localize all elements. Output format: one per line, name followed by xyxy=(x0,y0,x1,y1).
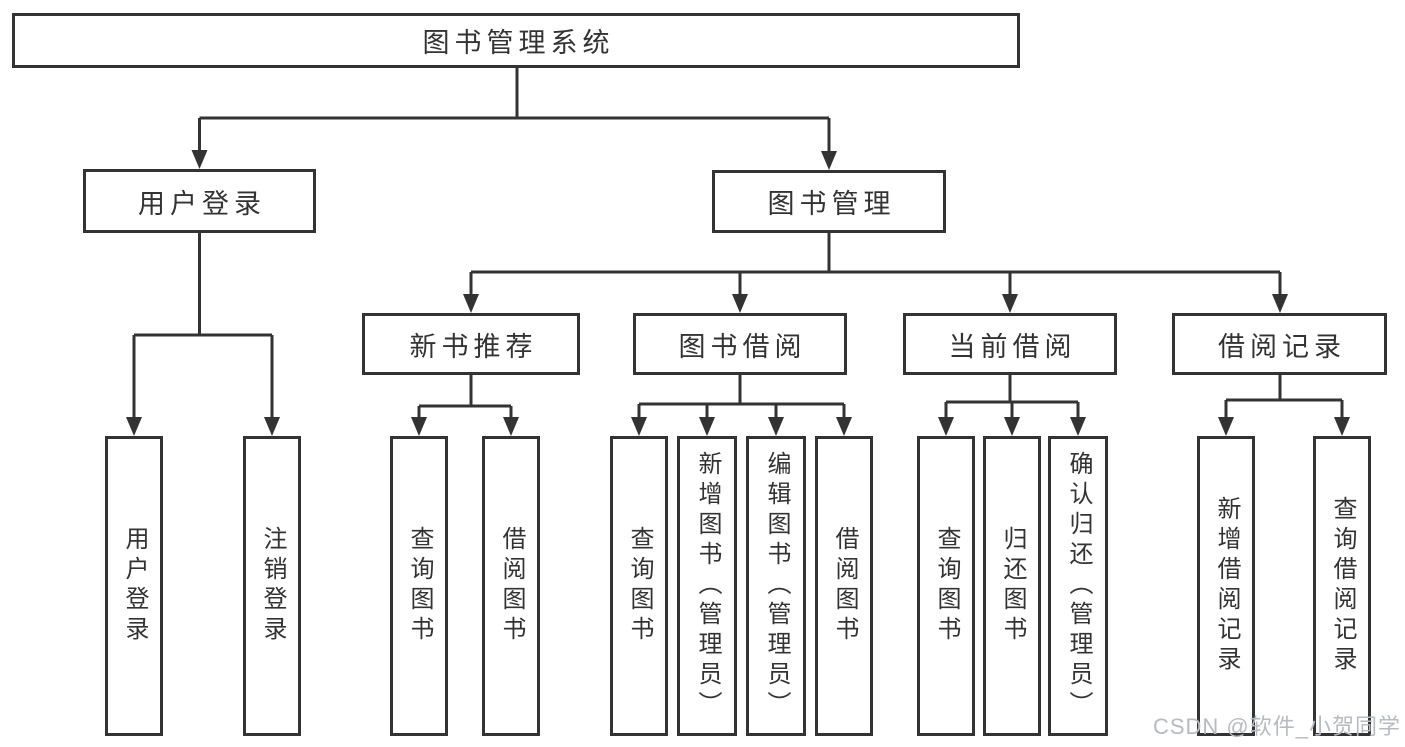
arrow-down-icon xyxy=(1004,417,1020,436)
leaf-borrow-books-1: 借阅图书 xyxy=(482,436,540,736)
node-book-borrowing: 图书借阅 xyxy=(633,313,847,375)
leaf-borrow-books-2: 借阅图书 xyxy=(815,436,873,736)
arrow-down-icon xyxy=(264,417,280,436)
node-label: 图书管理 xyxy=(767,189,896,219)
leaf-add-books-admin: 新增图书（管理员） xyxy=(677,436,737,736)
node-label: 查询图书 xyxy=(626,526,653,646)
leaf-add-borrow-record: 新增借阅记录 xyxy=(1197,436,1255,736)
node-label: 借阅记录 xyxy=(1218,331,1346,362)
csdn-watermark: CSDN @软件_小贺同学 xyxy=(1152,714,1401,739)
arrow-down-icon xyxy=(699,417,715,436)
node-label: 新书推荐 xyxy=(409,331,538,362)
node-label: 借阅图书 xyxy=(498,526,525,646)
leaf-query-books-2: 查询图书 xyxy=(610,436,668,736)
arrow-down-icon xyxy=(411,417,427,436)
arrow-down-icon xyxy=(126,417,142,436)
node-book-management: 图书管理 xyxy=(712,170,946,233)
node-label: 新增借阅记录 xyxy=(1213,496,1240,676)
node-label: 编辑图书（管理员） xyxy=(763,451,790,721)
node-new-book-recommendation: 新书推荐 xyxy=(362,313,580,375)
leaf-user-login: 用户登录 xyxy=(105,436,163,736)
node-label: 用户登录 xyxy=(138,188,266,219)
arrow-down-icon xyxy=(1002,294,1018,313)
connector-shafts xyxy=(132,68,1344,424)
node-label: 确认归还（管理员） xyxy=(1065,451,1092,721)
node-label: 查询图书 xyxy=(933,526,960,646)
arrow-down-icon xyxy=(836,417,852,436)
leaf-confirm-return-admin: 确认归还（管理员） xyxy=(1048,436,1108,736)
node-current-borrowing: 当前借阅 xyxy=(903,313,1117,375)
node-label: 归还图书 xyxy=(999,526,1026,646)
leaf-query-books-1: 查询图书 xyxy=(390,436,448,736)
node-label: 借阅图书 xyxy=(831,526,858,646)
arrow-down-icon xyxy=(821,151,837,170)
arrow-down-icon xyxy=(1272,294,1288,313)
node-label: 新增图书（管理员） xyxy=(694,451,721,721)
node-label: 图书管理系统 xyxy=(422,28,615,58)
leaf-edit-books-admin: 编辑图书（管理员） xyxy=(746,436,806,736)
node-label: 查询借阅记录 xyxy=(1329,496,1356,676)
node-label: 当前借阅 xyxy=(948,331,1077,362)
arrow-down-icon xyxy=(732,294,748,313)
node-label: 注销登录 xyxy=(259,526,286,646)
leaf-return-books: 归还图书 xyxy=(983,436,1041,736)
arrow-down-icon xyxy=(1218,417,1234,436)
node-label: 查询图书 xyxy=(406,526,433,646)
arrow-down-icon xyxy=(1334,417,1350,436)
arrow-down-icon xyxy=(768,417,784,436)
node-library-management-system: 图书管理系统 xyxy=(12,13,1020,68)
arrow-down-icon xyxy=(1070,417,1086,436)
arrowhead-icons xyxy=(126,150,1350,436)
node-borrowing-records: 借阅记录 xyxy=(1172,313,1387,375)
arrow-down-icon xyxy=(503,417,519,436)
leaf-logout: 注销登录 xyxy=(243,436,301,736)
node-label: 图书借阅 xyxy=(678,331,807,362)
arrow-down-icon xyxy=(631,417,647,436)
leaf-query-borrow-record: 查询借阅记录 xyxy=(1313,436,1371,736)
node-user-login: 用户登录 xyxy=(83,169,316,233)
arrow-down-icon xyxy=(191,150,208,169)
leaf-query-books-3: 查询图书 xyxy=(917,436,975,736)
node-label: 用户登录 xyxy=(121,526,148,646)
arrow-down-icon xyxy=(938,417,954,436)
arrow-down-icon xyxy=(463,294,479,313)
